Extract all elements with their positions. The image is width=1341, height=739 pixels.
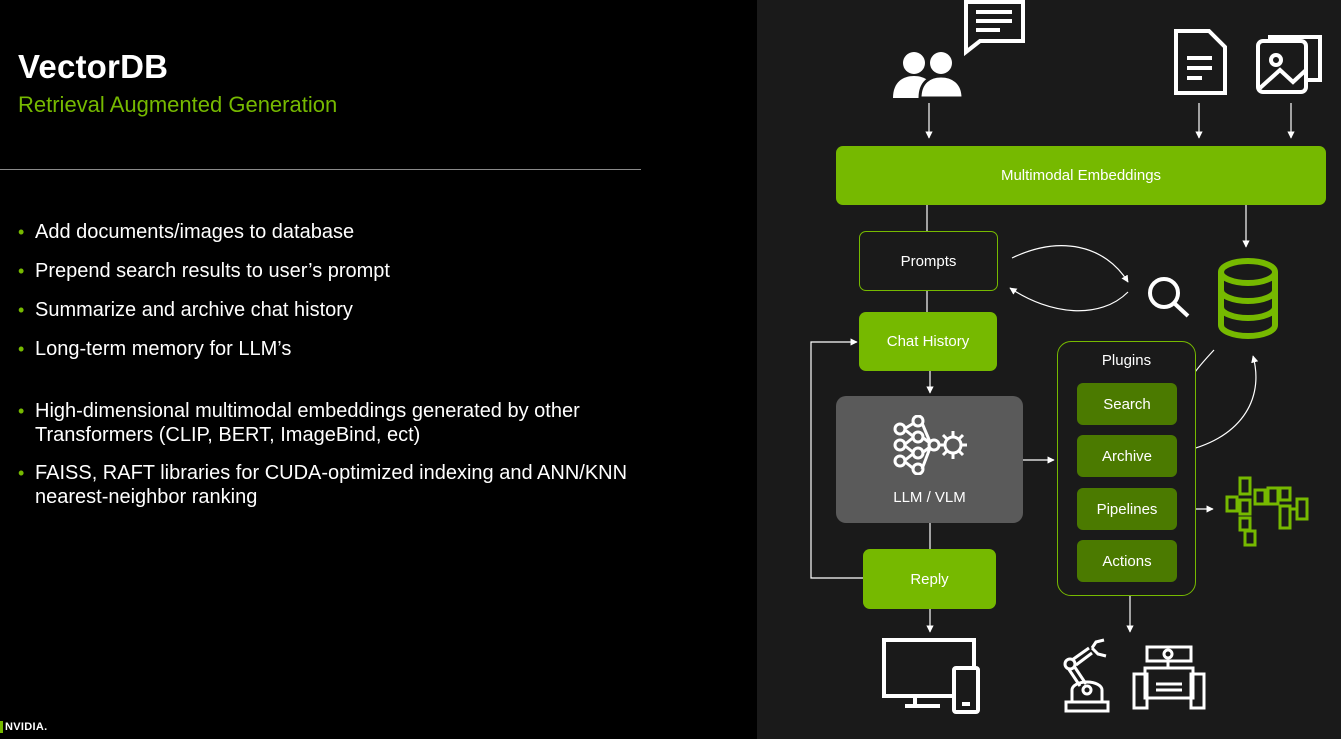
plugin-search-label: Search: [1103, 395, 1151, 413]
nvidia-logo-mark: [0, 721, 3, 733]
llm-vlm-label: LLM / VLM: [893, 489, 966, 506]
pipeline-graph-icon: [1225, 476, 1309, 547]
multimodal-embeddings-label: Multimodal Embeddings: [1000, 167, 1162, 184]
search-icon: [1148, 277, 1190, 318]
bullet-item: Prepend search results to user’s prompt: [18, 259, 638, 283]
prompts-label: Prompts: [900, 252, 957, 270]
prompts-box: Prompts: [859, 231, 998, 291]
image-icon: [1256, 35, 1322, 94]
bullet-item: FAISS, RAFT libraries for CUDA-optimized…: [18, 461, 638, 509]
plugin-pipelines: Pipelines: [1077, 488, 1177, 530]
chat-history-box: Chat History: [859, 312, 997, 371]
reply-label: Reply: [910, 570, 949, 588]
database-icon: [1218, 258, 1278, 339]
plugin-search: Search: [1077, 383, 1177, 425]
diagram-panel: [757, 0, 1341, 739]
bullet-list: Add documents/images to database Prepend…: [18, 220, 638, 509]
multimodal-embeddings-box: Multimodal Embeddings: [836, 146, 1326, 205]
bullet-item: Long-term memory for LLM’s: [18, 337, 638, 361]
robot-arm-icon: [1063, 638, 1110, 713]
title-divider: [0, 169, 641, 170]
plugin-actions: Actions: [1077, 540, 1177, 582]
plugins-label: Plugins: [1101, 352, 1152, 369]
chat-bubble-icon: [964, 0, 1025, 57]
slide-title: VectorDB: [18, 48, 169, 85]
nvidia-logo: NVIDIA.: [0, 720, 47, 734]
chat-history-label: Chat History: [886, 333, 970, 350]
document-icon: [1174, 29, 1227, 95]
plugin-actions-label: Actions: [1102, 552, 1152, 570]
neural-network-gear-icon: [893, 415, 967, 475]
robot-rover-icon: [1132, 645, 1206, 710]
plugin-pipelines-label: Pipelines: [1096, 500, 1158, 518]
bullet-item: High-dimensional multimodal embeddings g…: [18, 399, 638, 447]
plugin-archive: Archive: [1077, 435, 1177, 477]
plugin-archive-label: Archive: [1101, 447, 1153, 465]
nvidia-logo-text: NVIDIA.: [5, 721, 48, 733]
monitor-phone-icon: [882, 638, 980, 714]
users-icon: [893, 52, 965, 100]
reply-box: Reply: [863, 549, 996, 609]
bullet-item: Add documents/images to database: [18, 220, 638, 244]
text-panel: [0, 0, 757, 739]
llm-vlm-box: LLM / VLM: [836, 396, 1023, 523]
slide-subtitle: Retrieval Augmented Generation: [18, 92, 338, 117]
bullet-item: Summarize and archive chat history: [18, 298, 638, 322]
